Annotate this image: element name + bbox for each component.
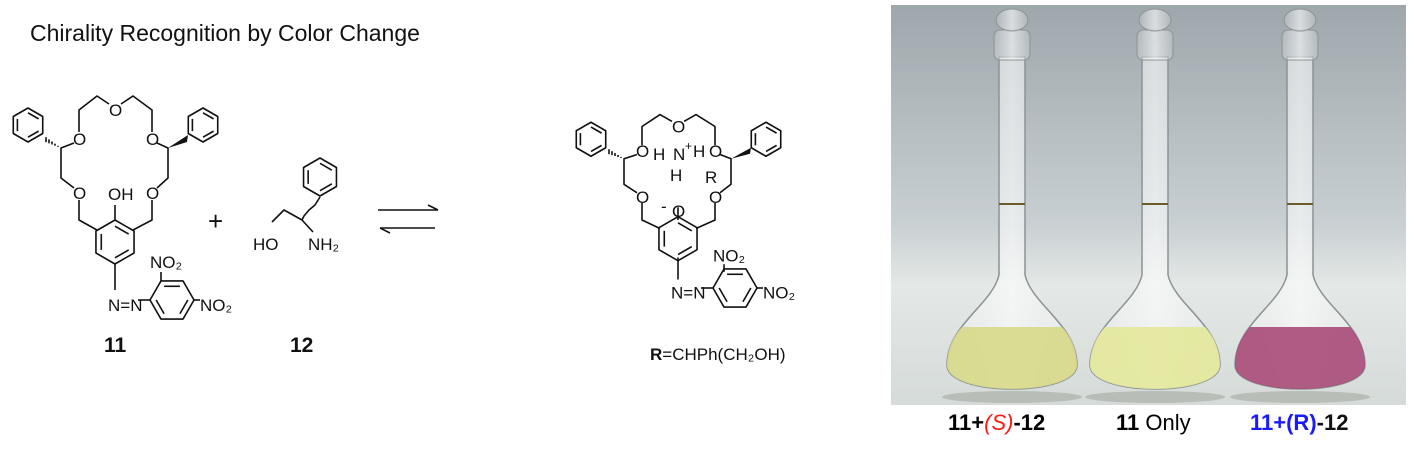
h-bond-h-lower: H: [670, 166, 682, 185]
phenyl-ring-right: [750, 121, 782, 158]
ether-oxygen: O: [636, 142, 649, 161]
azo-group: N=N: [671, 283, 705, 302]
stopper: [1283, 8, 1317, 32]
h-bond-h-left: H: [653, 145, 665, 164]
dinitrophenyl-ring: [149, 280, 195, 320]
compound-11-label: 11: [104, 334, 127, 357]
r-definition: R=CHPh(CH₂OH): [650, 345, 786, 364]
ether-oxygen: O: [73, 184, 86, 203]
phenoxide-oxygen: O: [672, 202, 685, 221]
phenol-oh: OH: [108, 185, 134, 204]
solution: [947, 327, 1077, 389]
caption-s: 11+(S)-12: [948, 410, 1046, 435]
h-bond-h-right: H: [693, 142, 705, 161]
ammonium-n: N: [673, 145, 685, 164]
complex-molecule: H N + H H R - R=CHPh(CH₂OH) O O O O O N=N NO₂ N…: [575, 113, 795, 364]
volumetric-flask: [1085, 8, 1225, 403]
ether-oxygen: O: [109, 101, 122, 120]
compound-12-label: 12: [290, 334, 313, 357]
charge-plus: +: [685, 139, 692, 153]
ether-oxygen: O: [672, 118, 685, 137]
molecule-12: HO NH₂ 12: [253, 157, 339, 357]
hydroxyl-label: HO: [253, 235, 279, 254]
caption-r: 11+(R)-12: [1250, 410, 1349, 435]
nitro-group: NO₂: [200, 296, 232, 315]
phenoxide-minus: -: [661, 197, 667, 216]
dinitrophenyl-ring: [712, 268, 758, 308]
stopper: [995, 8, 1029, 32]
nitro-group: NO₂: [150, 253, 182, 272]
ether-oxygen: O: [73, 130, 86, 149]
phenyl-ring-right: [187, 107, 219, 143]
ether-oxygen: O: [146, 130, 159, 149]
amine-label: NH₂: [308, 235, 339, 254]
ether-oxygen: O: [636, 188, 649, 207]
ether-oxygen: O: [709, 188, 722, 207]
phenyl-ring: [302, 157, 338, 197]
nitro-group: NO₂: [763, 283, 795, 302]
caption-only: 11 Only: [1116, 410, 1191, 435]
plus-sign: +: [208, 206, 223, 236]
volumetric-flask: [1230, 8, 1370, 403]
solution: [1235, 327, 1365, 389]
molecule-11: O O O O O N=N NO₂ NO₂ OH 11: [12, 95, 232, 357]
phenyl-ring-left: [575, 121, 607, 158]
ether-oxygen: O: [146, 184, 159, 203]
stopper: [1138, 8, 1172, 32]
nitro-group: NO₂: [713, 247, 745, 266]
ether-oxygen: O: [709, 142, 722, 161]
phenyl-ring-left: [12, 107, 44, 143]
azo-group: N=N: [108, 296, 142, 315]
volumetric-flask: [942, 8, 1082, 403]
solution: [1090, 327, 1220, 389]
figure-title: Chirality Recognition by Color Change: [30, 20, 420, 46]
equilibrium-arrows: [378, 204, 439, 234]
flask-photo: [891, 5, 1406, 405]
r-group: R: [705, 168, 717, 187]
